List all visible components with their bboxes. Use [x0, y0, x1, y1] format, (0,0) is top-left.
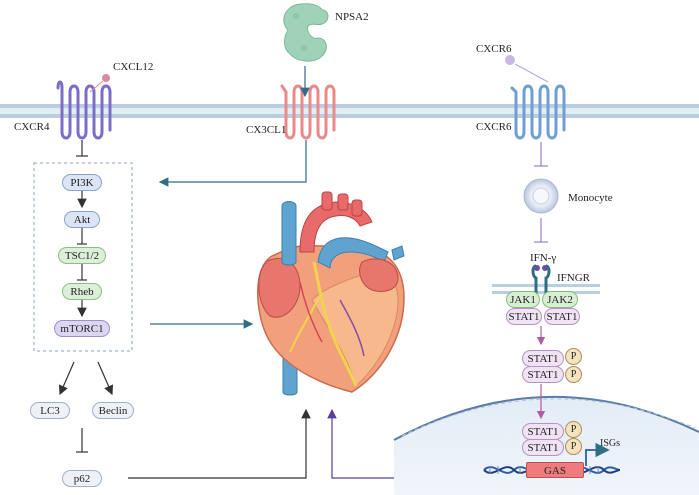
tsc-rheb-inhibit — [77, 264, 87, 281]
ifngr-label: IFNGR — [557, 272, 591, 284]
cxcr6-monocyte-inhibit — [534, 142, 548, 167]
cx3cl1-label: CX3CL1 — [246, 124, 287, 136]
gas-element: GAS — [526, 462, 584, 478]
cx3cl1-to-pi3k-arrow — [158, 140, 307, 187]
jak1-node: JAK1 — [506, 291, 540, 308]
jak2-node: JAK2 — [542, 291, 578, 308]
stat1-node: STAT1 — [506, 308, 542, 325]
pathway-box — [33, 162, 133, 352]
cxcr6-ligand-label: CXCR6 — [476, 43, 512, 55]
monocyte-ifn-inhibit — [534, 218, 548, 243]
nucleus-to-heart-arrow — [327, 408, 394, 479]
isgs-label: ISGs — [600, 438, 621, 449]
ifn-gamma-label: IFN-γ — [530, 252, 557, 264]
akt-node: Akt — [64, 211, 100, 228]
cxcr6-ligand-icon — [505, 55, 515, 65]
mtorc1-node: mTORC1 — [54, 320, 110, 337]
cxcr4-inhibit — [76, 140, 88, 157]
heart-icon — [257, 191, 405, 396]
cell-membrane — [0, 104, 699, 118]
p62-to-heart-arrow — [128, 408, 311, 479]
cxcl12-arrow — [89, 80, 104, 93]
isgs-arrow — [585, 442, 610, 466]
ifngr-receptor-icon — [531, 264, 551, 294]
to-beclin-arrow — [97, 361, 114, 396]
p62-inhibit — [76, 428, 88, 453]
akt-tsc-inhibit — [77, 228, 87, 245]
cxcl12-label: CXCL12 — [113, 61, 154, 73]
cxcr4-receptor-icon — [56, 80, 112, 140]
lc3-node: LC3 — [30, 402, 70, 419]
pi3k-node: PI3K — [62, 174, 102, 191]
beclin-node: Beclin — [92, 402, 134, 419]
nuclear-membrane-inner — [401, 398, 696, 437]
phospho-badge: P — [565, 348, 582, 365]
stat1-node: STAT1 — [544, 308, 580, 325]
nuclear-membrane — [393, 395, 699, 441]
cxcl12-ligand-icon — [102, 74, 110, 82]
monocyte-icon — [523, 178, 559, 214]
p62-node: p62 — [62, 470, 102, 487]
cx3cl1-receptor-icon — [280, 84, 336, 140]
cxcr6-label: CXCR6 — [476, 121, 512, 133]
phospho-badge: P — [565, 438, 582, 455]
phospho-badge: P — [565, 366, 582, 383]
stat1-node: STAT1 — [522, 350, 564, 367]
npsa2-protein-icon — [283, 3, 329, 62]
phospho-badge: P — [565, 421, 582, 438]
rheb-node: Rheb — [62, 283, 102, 300]
cxcr6-ligand-arrow — [514, 63, 549, 83]
cxcr4-label: CXCR4 — [14, 121, 50, 133]
stat1-node: STAT1 — [522, 423, 564, 440]
to-lc3-arrow — [58, 361, 75, 396]
tsc-node: TSC1/2 — [58, 247, 106, 264]
cxcr6-receptor-icon — [510, 84, 566, 140]
monocyte-label: Monocyte — [568, 192, 613, 204]
npsa2-label: NPSA2 — [335, 11, 369, 23]
stat1-node: STAT1 — [522, 439, 564, 456]
stat1-node: STAT1 — [522, 366, 564, 383]
